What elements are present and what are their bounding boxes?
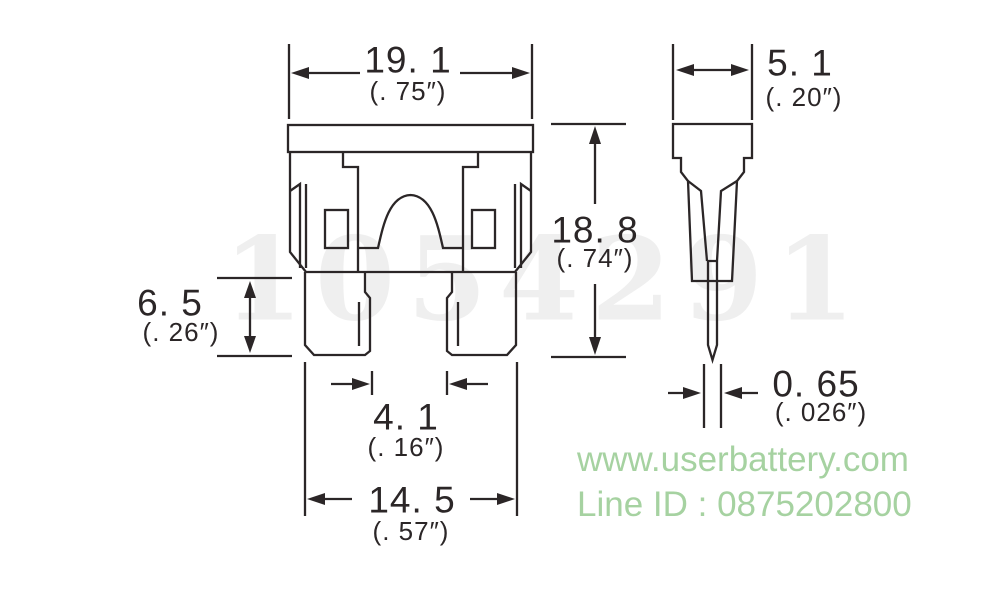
side-body-outline	[671, 122, 754, 283]
front-right-wing-groove	[513, 181, 532, 268]
dim-4-1-tick-lines	[370, 371, 449, 395]
watermark-website: www.userbattery.com	[577, 440, 909, 479]
front-left-wing-groove	[289, 181, 308, 268]
dim-4-1-value: 4. 1	[373, 396, 439, 438]
dim-4-1-lines	[331, 371, 488, 395]
dim-18-8-value: 18. 8	[551, 209, 639, 251]
dim-0-65-left-pointing-arrowhead	[724, 387, 742, 399]
dim-18-8-lines	[551, 122, 626, 359]
front-right-notch	[461, 152, 480, 272]
dim-0-65-lines	[668, 364, 758, 428]
dim-6-5-lines	[217, 276, 292, 358]
front-body-outline	[288, 152, 533, 274]
front-right-window	[470, 208, 497, 250]
dim-19-1-value: 19. 1	[364, 39, 452, 81]
dim-5-1-value: 5. 1	[767, 42, 833, 84]
dim-18-8-inches: (. 74″)	[556, 243, 634, 273]
dim-4-1-left-pointing-arrowhead	[449, 378, 467, 390]
dim-19-1-inches: (. 75″)	[369, 76, 447, 106]
watermark-line-id: Line ID : 0875202800	[577, 485, 912, 524]
front-right-blade	[445, 272, 518, 357]
dim-6-5-down-arrowhead	[244, 336, 256, 353]
dim-0-65-right-pointing-arrowhead	[683, 387, 701, 399]
front-fuse-element	[358, 193, 463, 250]
dim-5-1-inches: (. 20″)	[765, 82, 843, 112]
dim-5-1-extension-lines	[671, 44, 754, 120]
dim-14-5-left-arrowhead	[307, 493, 325, 505]
dim-5-1-right-arrowhead	[731, 64, 749, 76]
dim-6-5-value: 6. 5	[137, 282, 203, 324]
front-left-window	[323, 208, 350, 250]
dim-18-8-up-arrowhead	[589, 126, 601, 144]
dim-5-1-lines	[671, 44, 754, 120]
dim-0-65-inches: (. 026″)	[774, 397, 868, 427]
dim-5-1-left-arrowhead	[676, 64, 694, 76]
dim-6-5-extension-lines	[217, 276, 292, 358]
fuse-front-view	[286, 123, 535, 357]
dim-18-8-down-arrowhead	[589, 337, 601, 355]
fuse-side-view	[671, 122, 754, 365]
dim-14-5-extension-lines	[303, 362, 519, 516]
faint-watermark-code: 1054291	[222, 212, 868, 348]
dim-19-1-extension-lines	[287, 44, 534, 119]
dim-0-65-extension-lines	[702, 364, 723, 428]
dim-19-1-right-arrowhead	[512, 67, 530, 79]
front-left-notch	[341, 152, 360, 272]
dim-0-65-value: 0. 65	[772, 363, 860, 405]
dim-4-1-right-pointing-arrowhead	[352, 378, 370, 390]
dim-6-5-inches: (. 26″)	[142, 317, 220, 347]
front-cap	[286, 123, 535, 154]
dim-18-8-extension-lines	[551, 122, 626, 359]
dim-6-5-up-arrowhead	[244, 281, 256, 298]
dim-19-1-left-arrowhead	[291, 67, 309, 79]
side-blade	[706, 261, 719, 365]
dim-14-5-lines	[303, 362, 519, 516]
dim-14-5-value: 14. 5	[368, 479, 456, 521]
side-inner-channel	[687, 180, 738, 263]
dim-14-5-right-arrowhead	[497, 493, 515, 505]
front-left-blade	[303, 272, 372, 357]
dim-14-5-inches: (. 57″)	[372, 516, 450, 546]
dim-4-1-inches: (. 16″)	[367, 432, 445, 462]
dim-19-1-lines	[287, 44, 534, 119]
